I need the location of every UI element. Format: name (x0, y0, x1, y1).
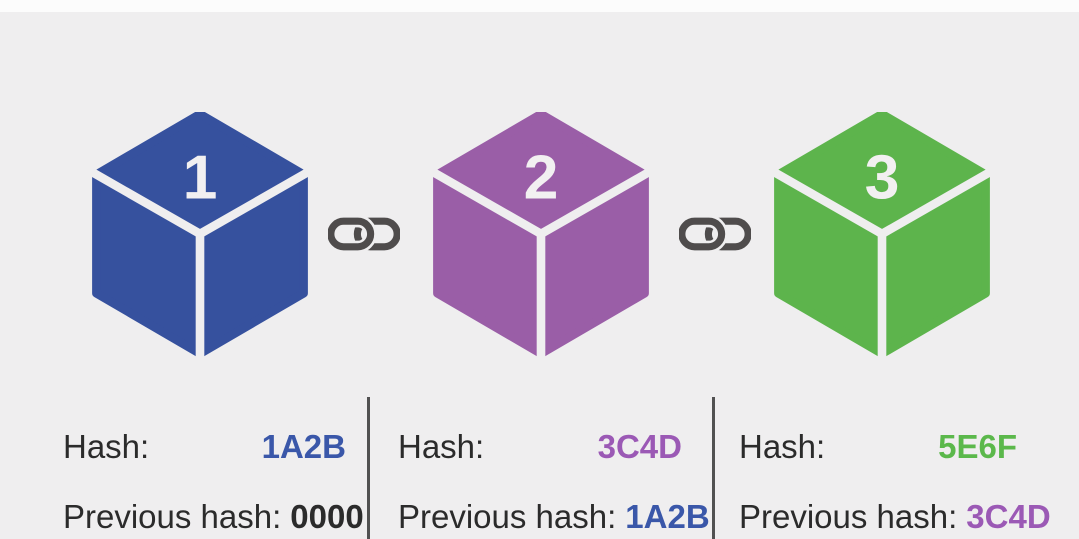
previous-hash-label: Previous hash: (398, 498, 617, 535)
chain-link-icon (328, 216, 400, 252)
hash-line: Hash: 3C4D (398, 430, 682, 463)
previous-hash-value: 1A2B (625, 498, 710, 535)
hash-value: 3C4D (597, 428, 682, 465)
block-number: 1 (183, 142, 218, 212)
previous-hash-value: 3C4D (966, 498, 1051, 535)
previous-hash-value: 0000 (290, 498, 364, 535)
block-number: 3 (865, 142, 900, 212)
block-number: 2 (524, 142, 559, 212)
hash-value: 5E6F (938, 428, 1017, 465)
hash-line: Hash: 1A2B (63, 430, 346, 463)
divider (712, 397, 715, 539)
block-3-cube-icon: 3 (774, 112, 990, 358)
cube-face-gaps (774, 167, 990, 358)
hash-line: Hash: 5E6F (739, 430, 1017, 463)
cube-face-gaps (433, 167, 649, 358)
hash-value: 1A2B (261, 428, 346, 465)
cube-face-gaps (92, 167, 308, 358)
block-1-hash-panel: Hash: 1A2B Previous hash:0000 (63, 430, 364, 539)
block-3-hash-panel: Hash: 5E6F Previous hash:3C4D (739, 430, 1051, 539)
top-strip (0, 0, 1079, 12)
previous-hash-line: Previous hash:1A2B (398, 498, 710, 535)
block-2-cube-icon: 2 (433, 112, 649, 358)
hash-label: Hash: (398, 428, 485, 465)
divider (367, 397, 370, 539)
previous-hash-line: Previous hash:3C4D (739, 498, 1051, 535)
block-2-hash-panel: Hash: 3C4D Previous hash:1A2B (398, 430, 710, 539)
chain-link-icon (679, 216, 751, 252)
previous-hash-label: Previous hash: (739, 498, 958, 535)
hash-label: Hash: (739, 428, 826, 465)
block-1-cube-icon: 1 (92, 112, 308, 358)
hash-label: Hash: (63, 428, 150, 465)
previous-hash-label: Previous hash: (63, 498, 282, 535)
previous-hash-line: Previous hash:0000 (63, 498, 364, 535)
